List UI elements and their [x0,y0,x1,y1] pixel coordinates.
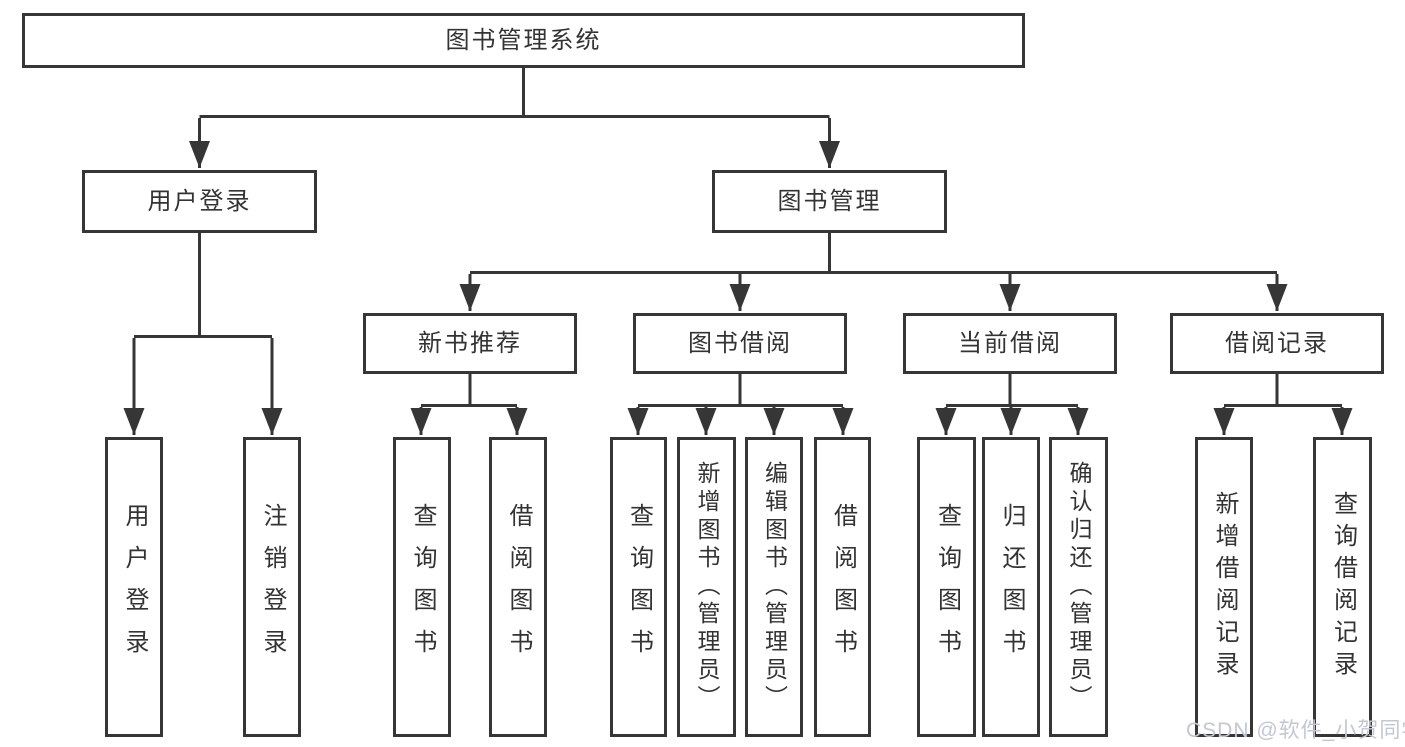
leaf-query-book-borrow-label: 查询图书 [625,503,653,671]
node-new-book-recommend-label: 新书推荐 [418,329,522,357]
node-user-login: 用户登录 [82,170,317,233]
leaf-query-borrow-record: 查询借阅记录 [1313,437,1372,737]
leaf-query-book-recommend-label: 查询图书 [409,503,436,671]
leaf-query-book-current: 查询图书 [917,437,976,737]
node-current-borrow: 当前借阅 [903,313,1117,374]
node-user-login-label: 用户登录 [147,187,252,215]
leaf-query-book-current-label: 查询图书 [933,503,961,671]
leaf-query-book-recommend: 查询图书 [393,437,451,737]
node-new-book-recommend: 新书推荐 [363,313,577,374]
leaf-borrow-book: 借阅图书 [814,437,871,737]
csdn-watermark: CSDN @软件_小贺同学 [1186,719,1405,742]
node-library-management-system-label: 图书管理系统 [445,26,602,54]
leaf-edit-book-admin: 编辑图书（管理员） [745,437,803,737]
node-borrow-records-label: 借阅记录 [1225,329,1329,357]
node-book-borrow-label: 图书借阅 [688,329,792,357]
node-library-management-system: 图书管理系统 [22,13,1025,68]
leaf-user-login: 用户登录 [105,437,163,737]
leaf-logout-login: 注销登录 [243,437,301,737]
leaf-borrow-book-recommend-label: 借阅图书 [505,503,532,671]
node-book-borrow: 图书借阅 [633,313,847,374]
leaf-user-login-label: 用户登录 [121,503,148,671]
leaf-return-book-label: 归还图书 [998,503,1025,671]
leaf-add-borrow-record: 新增借阅记录 [1195,437,1253,737]
leaf-return-book: 归还图书 [982,437,1040,737]
leaf-borrow-book-recommend: 借阅图书 [489,437,547,737]
leaf-confirm-return-admin: 确认归还（管理员） [1049,437,1108,737]
leaf-add-borrow-record-label: 新增借阅记录 [1211,491,1238,683]
leaf-edit-book-admin-label: 编辑图书（管理员） [761,461,788,713]
leaf-confirm-return-admin-label: 确认归还（管理员） [1066,461,1092,713]
leaf-borrow-book-label: 借阅图书 [829,503,857,671]
leaf-add-book-admin-label: 新增图书（管理员） [694,461,720,713]
node-book-management: 图书管理 [712,170,947,233]
leaf-logout-login-label: 注销登录 [259,503,286,671]
leaf-add-book-admin: 新增图书（管理员） [677,437,736,737]
leaf-query-borrow-record-label: 查询借阅记录 [1329,491,1357,683]
leaf-query-book-borrow: 查询图书 [610,437,667,737]
node-borrow-records: 借阅记录 [1170,313,1384,374]
node-current-borrow-label: 当前借阅 [958,329,1062,357]
node-book-management-label: 图书管理 [777,187,882,215]
